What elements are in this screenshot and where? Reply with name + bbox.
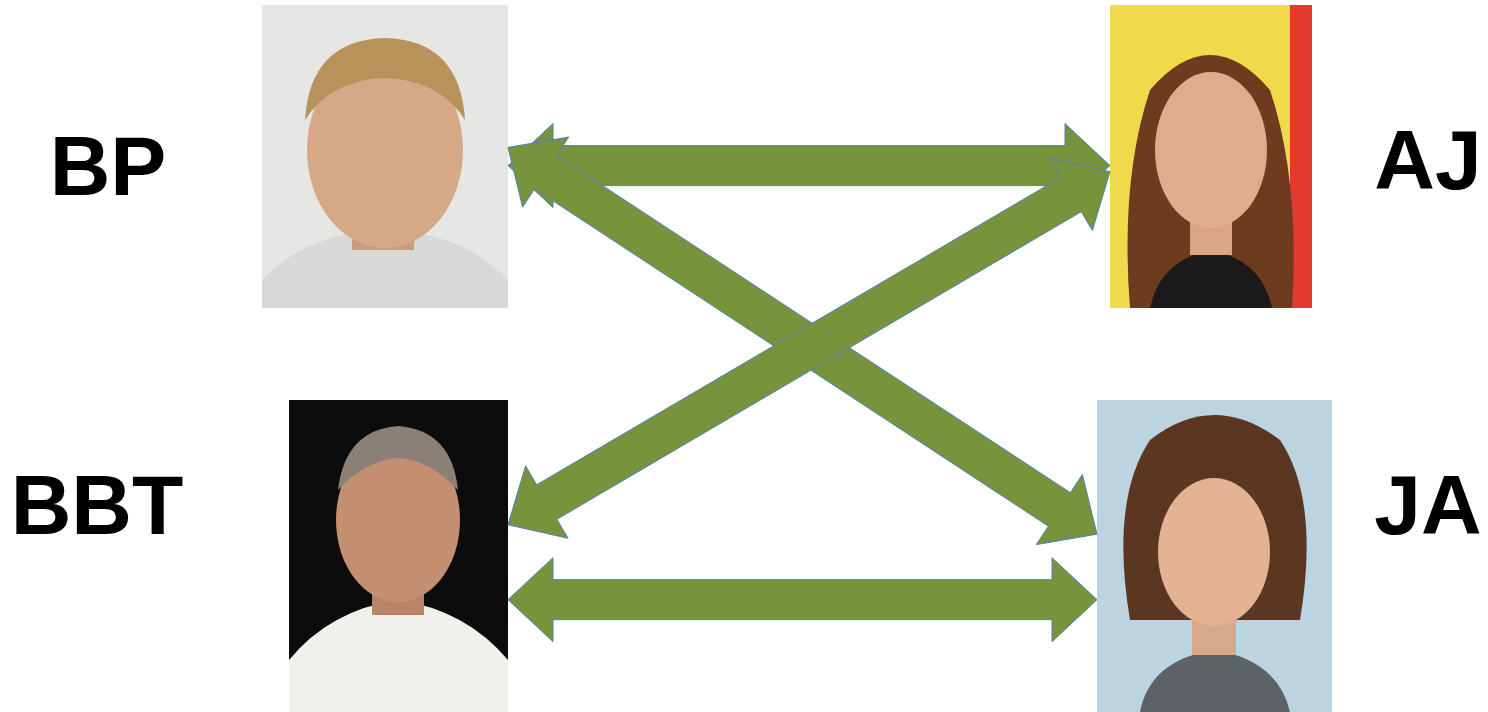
portrait-placeholder xyxy=(1097,400,1332,712)
double-arrow xyxy=(508,558,1097,642)
portrait-placeholder xyxy=(289,400,508,712)
portrait-placeholder xyxy=(262,5,508,308)
portrait-node: BP xyxy=(262,5,508,308)
double-arrow xyxy=(508,158,1110,538)
portrait-node: AJ xyxy=(1110,5,1312,308)
initials-label: AJ xyxy=(1318,115,1488,205)
portrait-placeholder xyxy=(1110,5,1312,308)
portrait-node: JA xyxy=(1097,400,1332,712)
initials-label: BBT xyxy=(0,460,207,550)
initials-label: BP xyxy=(0,121,218,211)
portrait-node: BBT xyxy=(289,400,508,712)
initials-label: JA xyxy=(1318,460,1488,550)
